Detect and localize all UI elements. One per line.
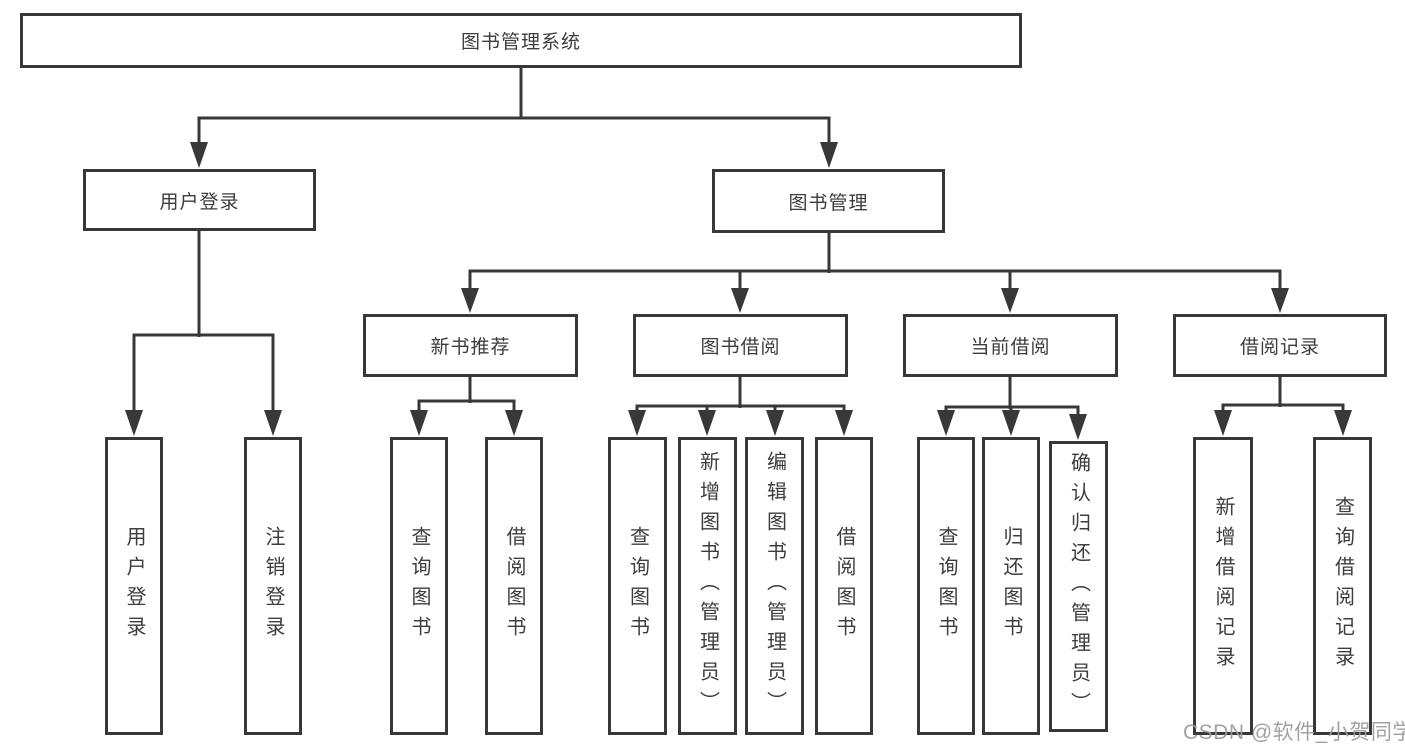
node-book-borrowing: 图书借阅 bbox=[633, 314, 848, 377]
node-leaf-logout-label: 注销登录 bbox=[262, 526, 284, 646]
csdn-watermark: CSDN @软件_小贺同学 bbox=[1183, 721, 1405, 744]
node-root-label: 图书管理系统 bbox=[460, 32, 581, 53]
node-leaf-cb-query-books: 查询图书 bbox=[917, 437, 975, 735]
node-leaf-bb-add-books-admin-label: 新增图书（管理员） bbox=[696, 451, 719, 721]
node-leaf-br-add-record: 新增借阅记录 bbox=[1193, 437, 1253, 735]
node-leaf-br-add-record-label: 新增借阅记录 bbox=[1212, 496, 1234, 676]
node-leaf-cb-confirm-return-admin-label: 确认归还（管理员） bbox=[1067, 451, 1090, 722]
node-leaf-rec-query-books: 查询图书 bbox=[390, 437, 448, 735]
node-book-management-label: 图书管理 bbox=[788, 192, 869, 214]
node-leaf-user-login-label: 用户登录 bbox=[123, 526, 145, 646]
node-new-book-recommend: 新书推荐 bbox=[363, 314, 578, 377]
node-leaf-cb-confirm-return-admin: 确认归还（管理员） bbox=[1049, 441, 1108, 732]
node-borrowing-records-label: 借阅记录 bbox=[1239, 337, 1320, 358]
node-current-borrowing-label: 当前借阅 bbox=[970, 337, 1051, 358]
node-current-borrowing: 当前借阅 bbox=[903, 314, 1118, 377]
node-leaf-bb-query-books: 查询图书 bbox=[608, 437, 667, 735]
node-leaf-bb-query-books-label: 查询图书 bbox=[626, 526, 649, 646]
node-leaf-rec-borrow-books-label: 借阅图书 bbox=[503, 526, 525, 646]
node-leaf-bb-borrow-books: 借阅图书 bbox=[815, 437, 873, 735]
node-user-login-branch: 用户登录 bbox=[83, 169, 316, 231]
node-root: 图书管理系统 bbox=[20, 13, 1022, 68]
node-borrowing-records: 借阅记录 bbox=[1173, 314, 1387, 377]
node-leaf-cb-return-books-label: 归还图书 bbox=[1000, 526, 1022, 646]
node-book-management: 图书管理 bbox=[712, 169, 945, 233]
node-leaf-br-query-record-label: 查询借阅记录 bbox=[1331, 496, 1354, 676]
node-user-login-branch-label: 用户登录 bbox=[159, 191, 240, 213]
node-leaf-bb-edit-books-admin: 编辑图书（管理员） bbox=[745, 437, 804, 735]
node-book-borrowing-label: 图书借阅 bbox=[700, 337, 781, 358]
node-leaf-br-query-record: 查询借阅记录 bbox=[1313, 437, 1372, 735]
node-leaf-rec-query-books-label: 查询图书 bbox=[408, 526, 430, 646]
node-leaf-bb-borrow-books-label: 借阅图书 bbox=[833, 526, 855, 646]
node-leaf-cb-return-books: 归还图书 bbox=[982, 437, 1040, 735]
node-leaf-cb-query-books-label: 查询图书 bbox=[935, 526, 957, 646]
node-leaf-bb-edit-books-admin-label: 编辑图书（管理员） bbox=[763, 451, 786, 721]
node-leaf-user-login: 用户登录 bbox=[105, 437, 163, 735]
node-leaf-rec-borrow-books: 借阅图书 bbox=[485, 437, 543, 735]
node-leaf-bb-add-books-admin: 新增图书（管理员） bbox=[678, 437, 737, 735]
node-leaf-logout: 注销登录 bbox=[244, 437, 302, 735]
node-new-book-recommend-label: 新书推荐 bbox=[430, 337, 511, 358]
